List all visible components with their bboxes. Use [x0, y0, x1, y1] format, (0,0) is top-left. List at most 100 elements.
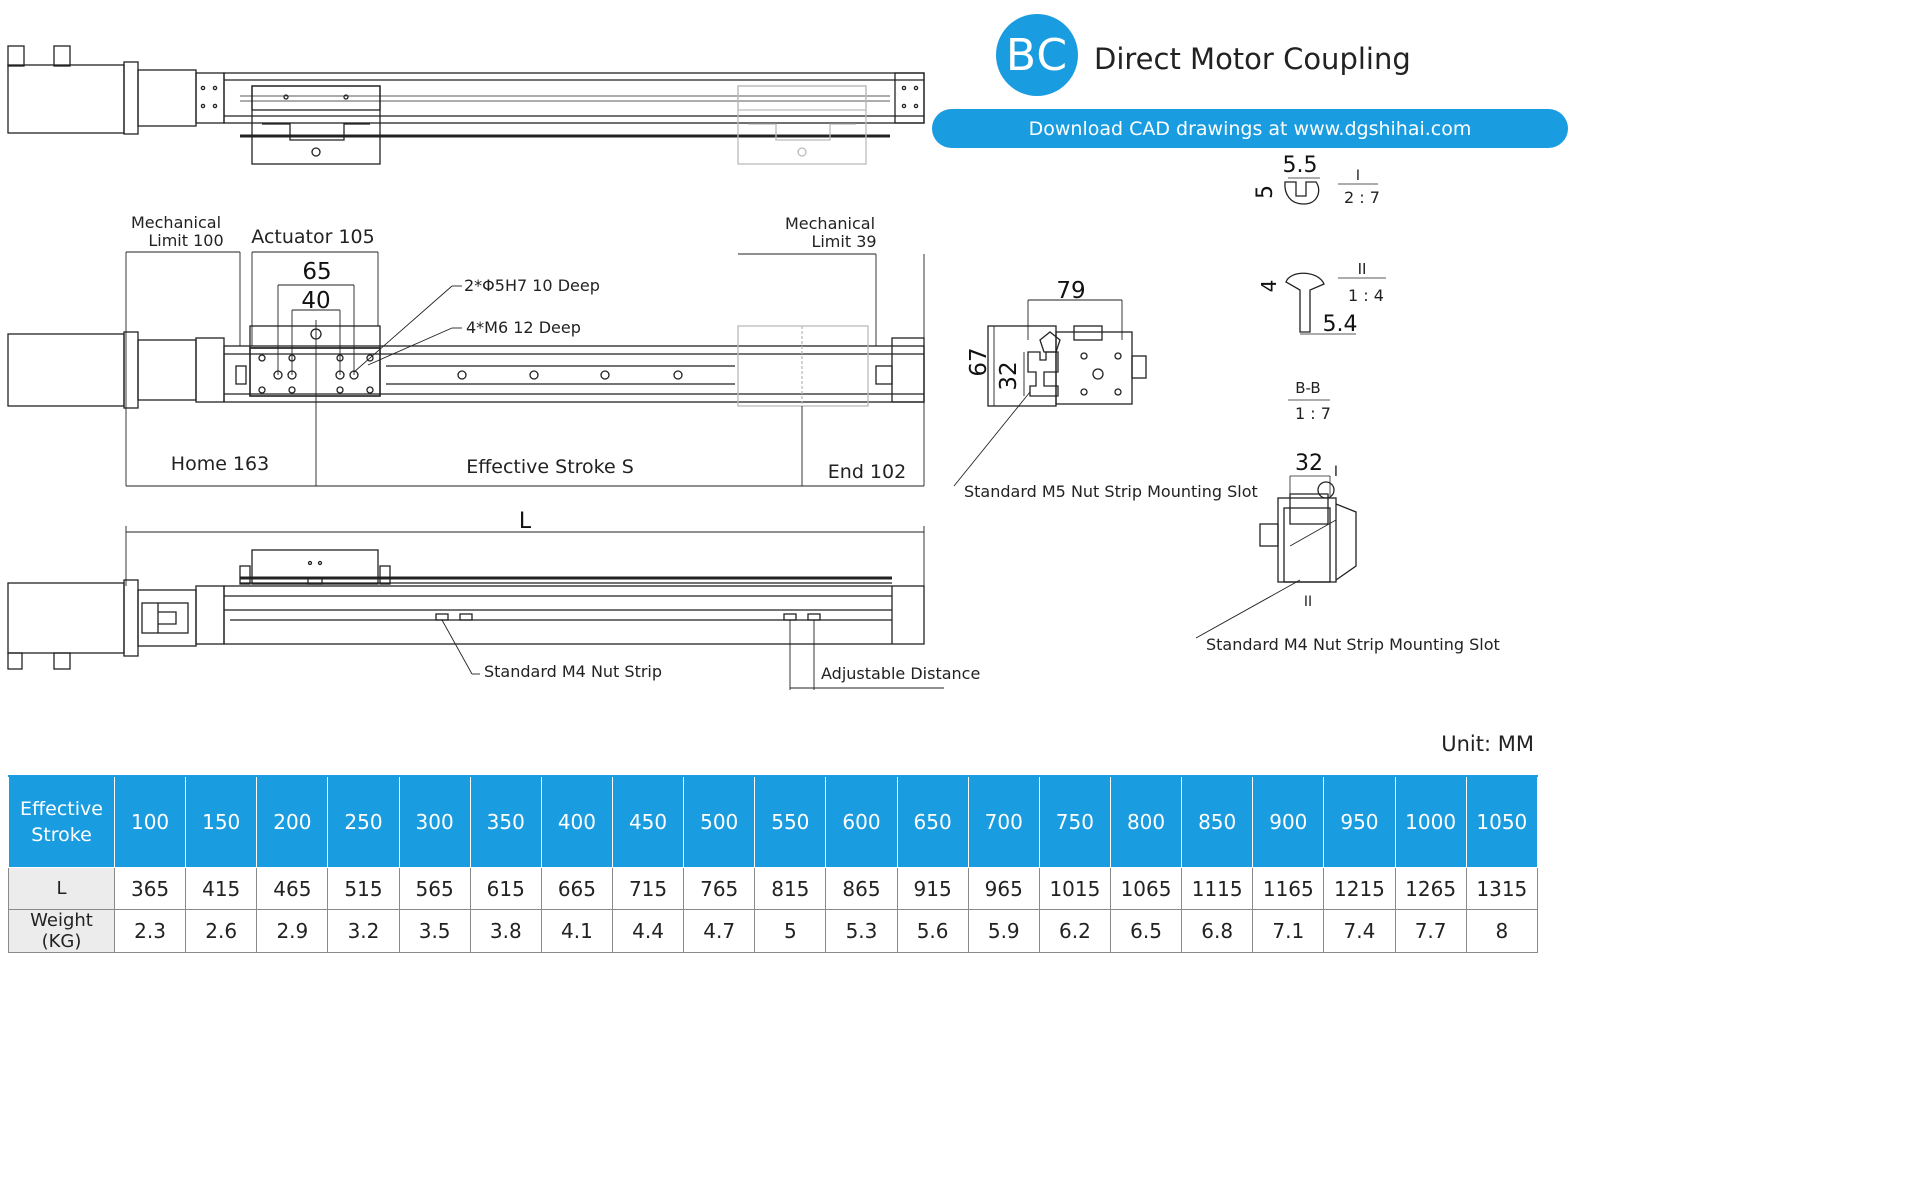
- header-stroke-cell: 450: [611, 775, 685, 868]
- dim-32-section: 32: [1295, 451, 1323, 476]
- header-stroke-cell: 250: [327, 775, 400, 868]
- table-cell: 3.8: [469, 909, 542, 953]
- header-stroke-cell: 900: [1252, 775, 1325, 868]
- table-cell: 765: [683, 867, 756, 910]
- dim-32-side: 32: [996, 361, 1022, 390]
- table-cell: 615: [469, 867, 542, 910]
- table-cell: 6.5: [1109, 909, 1183, 953]
- header-stroke-cell: 850: [1181, 775, 1254, 868]
- bc-badge: BC: [996, 14, 1078, 96]
- header-stroke-cell: 200: [256, 775, 329, 868]
- header-stroke-cell: 1050: [1465, 775, 1539, 868]
- table-cell: 1065: [1109, 867, 1183, 910]
- header-stroke-cell: 150: [185, 775, 258, 868]
- mech-limit-right-line2: Limit 39: [811, 232, 876, 251]
- side-view: [953, 299, 1147, 487]
- actuator-label: Actuator 105: [251, 226, 374, 248]
- table-cell: 1115: [1181, 867, 1254, 910]
- m4-nut-strip-label: Standard M4 Nut Strip: [484, 662, 662, 681]
- unit-label: Unit: MM: [1441, 732, 1534, 756]
- header-stroke-cell: 950: [1323, 775, 1396, 868]
- table-cell: 715: [611, 867, 685, 910]
- end-label: End 102: [828, 461, 906, 483]
- top-view: [7, 45, 925, 165]
- detail-i-mark: I: [1356, 168, 1360, 184]
- detail-ii-scale: 1 : 4: [1348, 286, 1384, 305]
- table-cell: 2.9: [256, 909, 329, 953]
- table-cell: 3.2: [327, 909, 400, 953]
- section-mark-ii: II: [1304, 594, 1312, 610]
- home-label: Home 163: [171, 453, 269, 475]
- header-label-line2: Stroke: [31, 824, 92, 846]
- detail-ii: [1285, 272, 1386, 335]
- hole-spec-2: 4*M6 12 Deep: [466, 318, 581, 337]
- table-cell: 515: [327, 867, 400, 910]
- table-cell: 5.9: [967, 909, 1040, 953]
- header-stroke-cell: 650: [896, 775, 969, 868]
- dim-65: 65: [302, 259, 331, 285]
- hole-spec-1: 2*Φ5H7 10 Deep: [464, 276, 600, 295]
- table-cell: 565: [398, 867, 471, 910]
- table-cell: 1265: [1394, 867, 1467, 910]
- detail-i-scale: 2 : 7: [1344, 188, 1380, 207]
- table-cell: 1215: [1323, 867, 1396, 910]
- table-cell: 4.4: [611, 909, 685, 953]
- table-cell: 8: [1465, 909, 1539, 953]
- header-effective-stroke: Effective Stroke: [8, 775, 115, 868]
- technical-drawing: Mechanical Limit 100 Actuator 105 65 40 …: [7, 45, 1500, 690]
- header-stroke-cell: 750: [1038, 775, 1111, 868]
- table-cell: 7.1: [1252, 909, 1325, 953]
- m4-slot-label: Standard M4 Nut Strip Mounting Slot: [1206, 635, 1500, 654]
- mech-limit-left-line1: Mechanical: [131, 213, 221, 232]
- dim-40: 40: [301, 288, 330, 314]
- effective-stroke-label: Effective Stroke S: [466, 456, 634, 478]
- adjustable-distance-label: Adjustable Distance: [821, 664, 980, 683]
- section-bb-scale: 1 : 7: [1295, 404, 1331, 423]
- page-title: Direct Motor Coupling: [1094, 42, 1411, 76]
- header-stroke-cell: 400: [540, 775, 613, 868]
- front-view: [7, 251, 925, 487]
- cad-download-text: Download CAD drawings at www.dgshihai.co…: [1028, 117, 1472, 140]
- table-cell: 6.2: [1038, 909, 1111, 953]
- table-cell: 665: [540, 867, 613, 910]
- m5-slot-label: Standard M5 Nut Strip Mounting Slot: [964, 482, 1258, 501]
- detail-ii-dim-4: 4: [1257, 280, 1281, 293]
- detail-ii-mark: II: [1358, 260, 1367, 278]
- table-cell: 815: [754, 867, 827, 910]
- header-stroke-cell: 300: [398, 775, 471, 868]
- header-stroke-cell: 700: [967, 775, 1040, 868]
- table-cell: 7.4: [1323, 909, 1396, 953]
- detail-i-dim-5-5: 5.5: [1283, 153, 1318, 178]
- header-stroke-cell: 550: [754, 775, 827, 868]
- table-cell: 3.5: [398, 909, 471, 953]
- header-stroke-cell: 1000: [1394, 775, 1467, 868]
- row-label: L: [8, 867, 115, 910]
- header-stroke-cell: 100: [113, 775, 187, 868]
- table-cell: 2.6: [185, 909, 258, 953]
- section-b-b: [1195, 399, 1357, 639]
- table-cell: 2.3: [113, 909, 187, 953]
- table-cell: 465: [256, 867, 329, 910]
- section-bb-label: B-B: [1295, 379, 1320, 397]
- table-cell: 6.8: [1181, 909, 1254, 953]
- table-cell: 5.6: [896, 909, 969, 953]
- dim-79: 79: [1056, 278, 1085, 304]
- table-cell: 1015: [1038, 867, 1111, 910]
- detail-ii-dim-5-4: 5.4: [1323, 312, 1358, 337]
- mech-limit-right-line1: Mechanical: [785, 214, 875, 233]
- cad-download-banner[interactable]: Download CAD drawings at www.dgshihai.co…: [932, 109, 1568, 148]
- table-cell: 4.1: [540, 909, 613, 953]
- table-cell: 915: [896, 867, 969, 910]
- section-mark-i: I: [1334, 464, 1338, 480]
- header-label-line1: Effective: [20, 798, 103, 820]
- length-label: L: [519, 509, 532, 534]
- detail-i: [1284, 177, 1378, 205]
- bottom-view: [7, 526, 944, 690]
- table-cell: 5.3: [825, 909, 898, 953]
- table-cell: 865: [825, 867, 898, 910]
- dim-67: 67: [966, 347, 992, 376]
